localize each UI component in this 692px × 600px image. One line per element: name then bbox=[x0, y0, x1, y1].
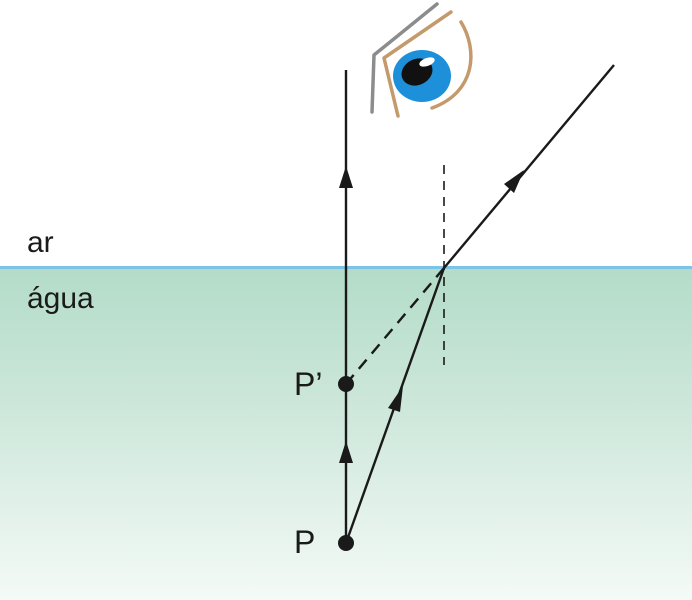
arrowhead-vertical-lower bbox=[339, 441, 353, 463]
water-label: água bbox=[27, 282, 94, 315]
image-point-p-prime bbox=[338, 376, 354, 392]
air-label: ar bbox=[27, 226, 54, 259]
refracted-ray bbox=[443, 64, 615, 269]
object-point-p bbox=[338, 535, 354, 551]
image-point-label: P’ bbox=[294, 366, 323, 402]
eye-icon bbox=[370, 2, 473, 118]
arrowhead-incident bbox=[388, 386, 403, 412]
arrowhead-vertical-upper bbox=[339, 166, 353, 188]
object-point-label: P bbox=[294, 524, 316, 560]
virtual-ray-extension bbox=[345, 267, 445, 385]
arrowhead-refracted bbox=[504, 170, 524, 193]
